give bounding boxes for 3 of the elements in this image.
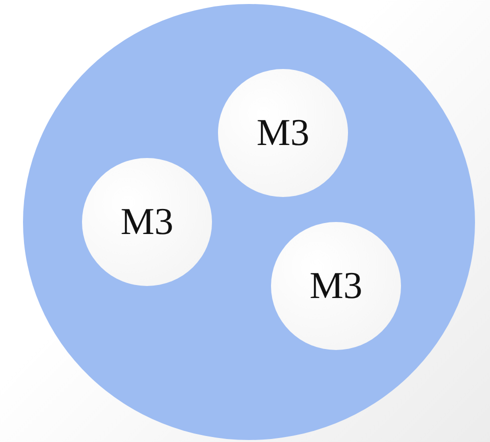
- module-label: M3: [310, 264, 362, 308]
- module-label: M3: [120, 200, 174, 244]
- module-label: M3: [256, 111, 310, 155]
